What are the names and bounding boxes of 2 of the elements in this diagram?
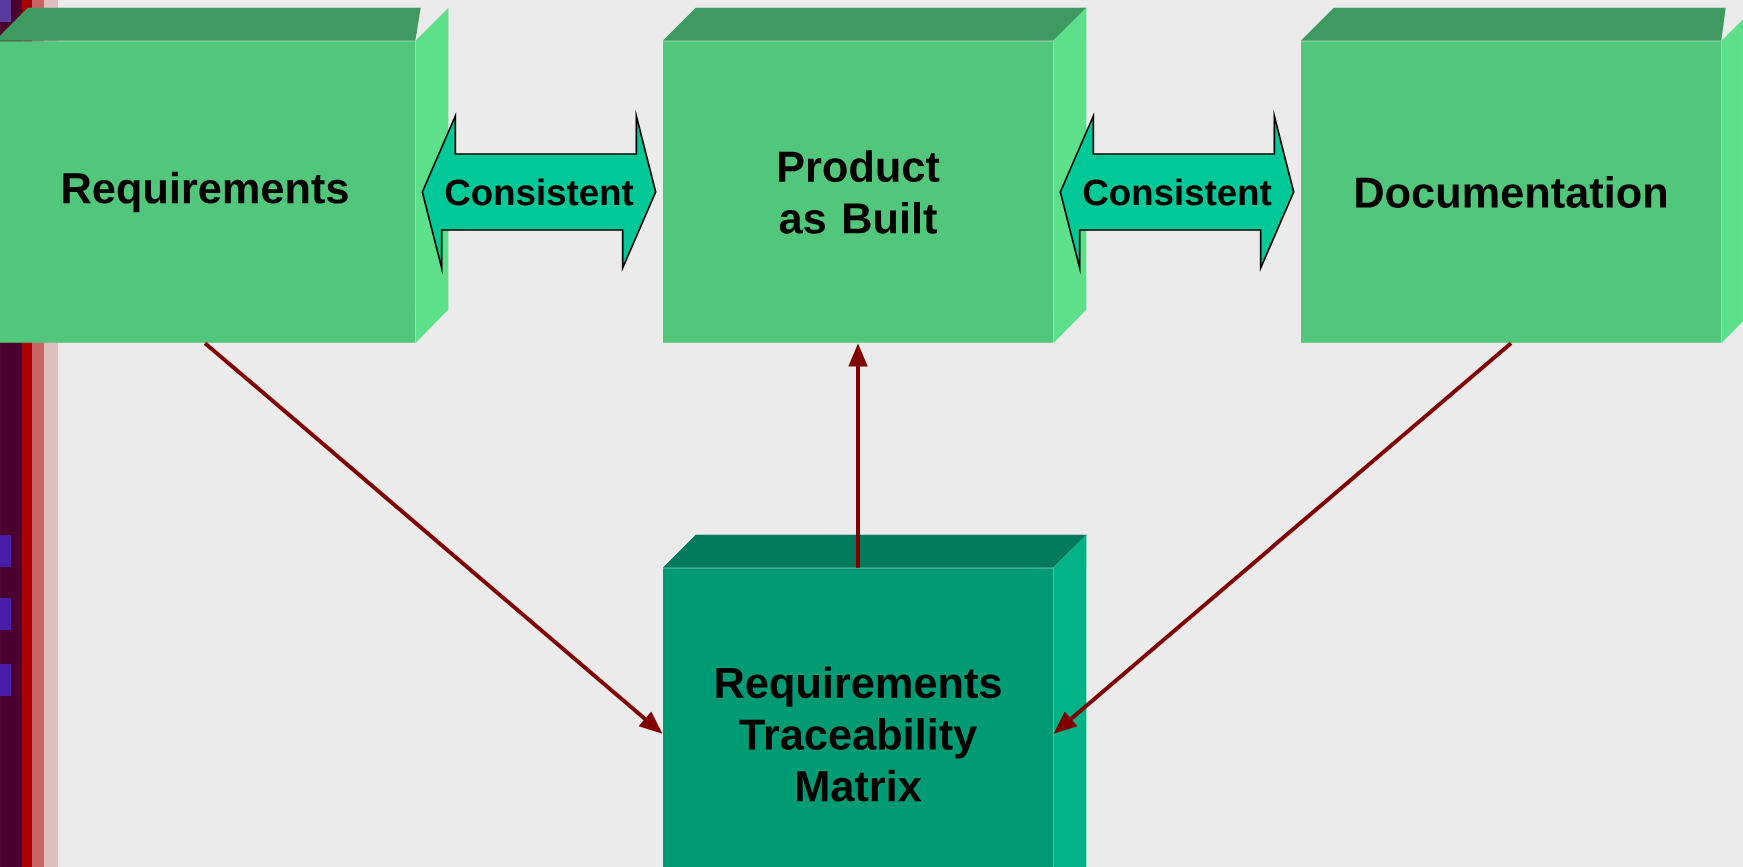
- cube-box: Requirements Traceability Matrix: [662, 534, 1087, 867]
- cube-box: Documentation: [1300, 7, 1743, 344]
